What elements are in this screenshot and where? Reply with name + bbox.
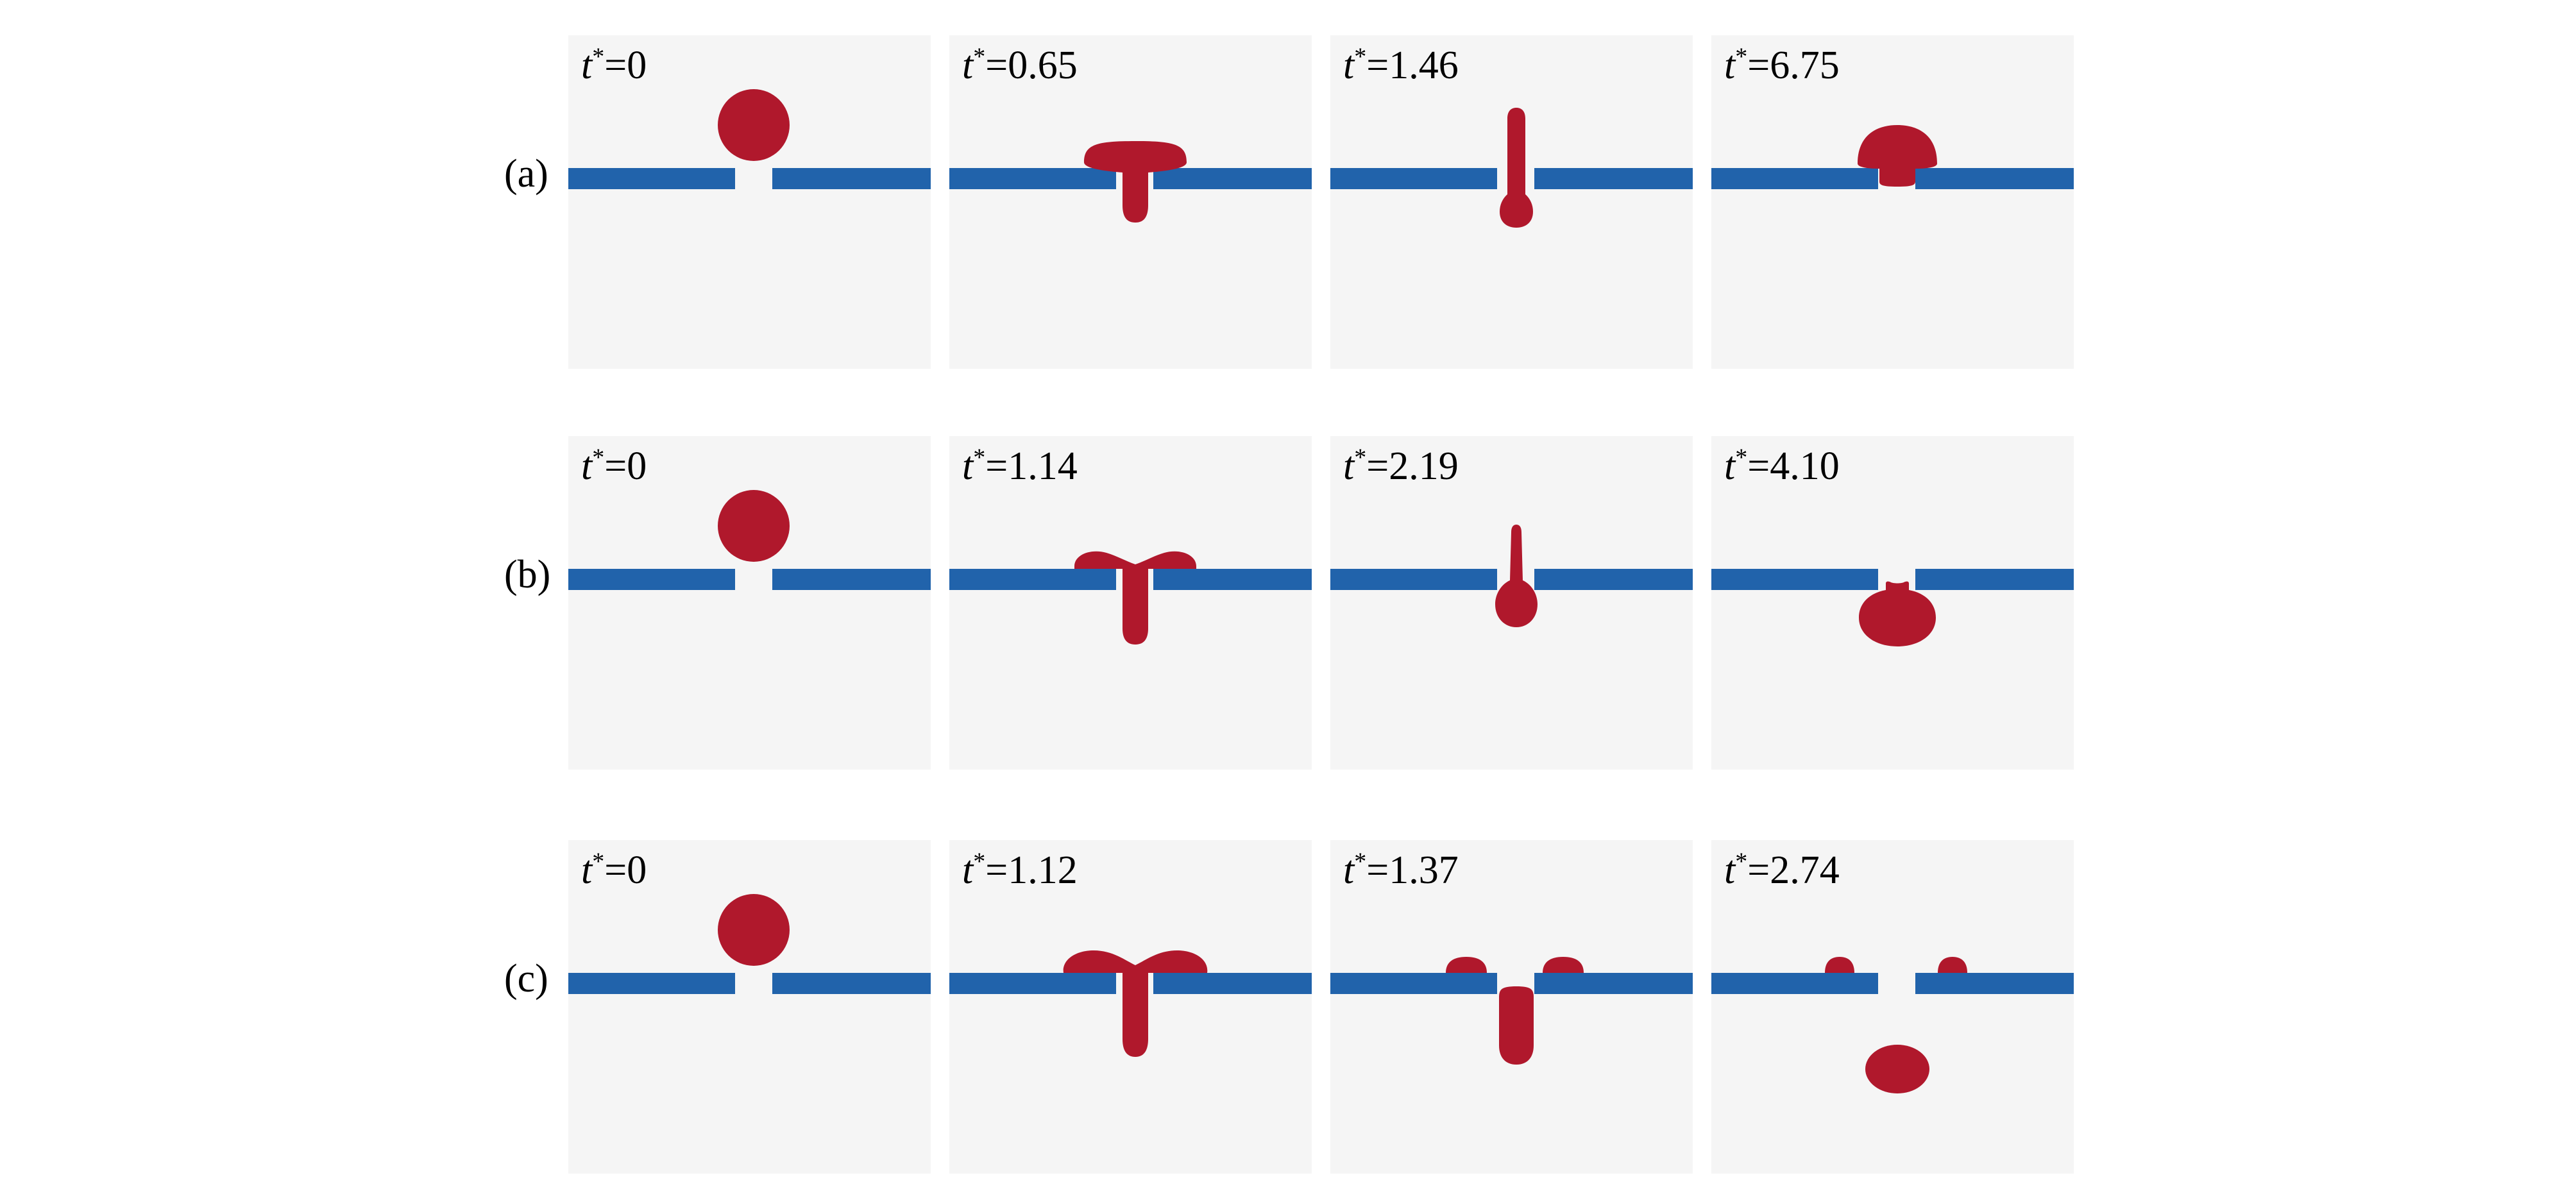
droplet	[1500, 108, 1533, 228]
row-label: (a)	[504, 152, 548, 196]
wall-right	[772, 569, 931, 590]
wall-left	[1711, 168, 1878, 189]
wall-left	[949, 168, 1116, 189]
droplet	[718, 490, 790, 562]
simulation-frame	[949, 950, 1312, 1057]
time-label: t*=1.14	[962, 444, 1078, 488]
time-label: t*=0	[581, 848, 647, 892]
wall-right	[772, 168, 931, 189]
wall-left	[568, 168, 735, 189]
droplet-right	[1543, 957, 1584, 973]
simulation-frame	[1330, 108, 1693, 228]
row-b: (b) t*=0 t*=1.14 t*=2.19 t*=4.10	[0, 436, 2576, 770]
panel-c2: t*=1.12	[949, 840, 1312, 1174]
wall-right	[1534, 569, 1693, 590]
panel-c1: t*=0	[568, 840, 931, 1174]
droplet-detached	[1865, 1045, 1929, 1093]
time-label: t*=0.65	[962, 43, 1078, 87]
droplet-left	[1825, 957, 1854, 973]
droplet-column	[1499, 986, 1534, 1065]
simulation-frame	[1330, 525, 1693, 627]
droplet-right	[1938, 957, 1967, 973]
wall-right	[1153, 569, 1312, 590]
droplet	[1063, 950, 1208, 1057]
time-label: t*=1.37	[1343, 848, 1459, 892]
simulation-frame	[1711, 125, 2074, 189]
time-label: t*=2.19	[1343, 444, 1459, 488]
panel-a3: t*=1.46	[1330, 35, 1693, 369]
time-label: t*=4.10	[1724, 444, 1840, 488]
panel-b1: t*=0	[568, 436, 931, 770]
droplet	[718, 894, 790, 966]
row-label: (c)	[504, 957, 548, 1000]
panel-a2: t*=0.65	[949, 35, 1312, 369]
droplet	[1074, 551, 1196, 645]
wall-left	[1330, 168, 1497, 189]
panel-c3: t*=1.37	[1330, 840, 1693, 1174]
wall-left	[949, 569, 1116, 590]
panel-a4: t*=6.75	[1711, 35, 2074, 369]
simulation-frame	[1330, 957, 1693, 1065]
simulation-frame	[949, 551, 1312, 645]
panel-c4: t*=2.74	[1711, 840, 2074, 1174]
simulation-frame	[568, 490, 931, 590]
wall-right	[1915, 569, 2074, 590]
simulation-frame	[1711, 569, 2074, 646]
wall-right	[1153, 168, 1312, 189]
wall-left	[1330, 973, 1497, 994]
row-c: (c) t*=0 t*=1.12 t*=1.37	[0, 840, 2576, 1174]
wall-right	[1153, 973, 1312, 994]
wall-left	[568, 569, 735, 590]
time-label: t*=2.74	[1724, 848, 1840, 892]
simulation-frame	[568, 89, 931, 189]
panel-b2: t*=1.14	[949, 436, 1312, 770]
wall-right	[772, 973, 931, 994]
row-label: (b)	[504, 553, 551, 596]
time-label: t*=0	[581, 444, 647, 488]
wall-left	[568, 973, 735, 994]
row-a: (a) t*=0 t*=0.65 t*=1.46 t*=6.75	[0, 35, 2576, 369]
droplet	[1084, 141, 1187, 223]
wall-right	[1534, 973, 1693, 994]
wall-left	[1330, 569, 1497, 590]
wall-right	[1534, 168, 1693, 189]
time-label: t*=1.12	[962, 848, 1078, 892]
droplet	[1858, 125, 1937, 187]
wall-right	[1915, 168, 2074, 189]
panel-b4: t*=4.10	[1711, 436, 2074, 770]
simulation-frame	[568, 894, 931, 994]
droplet	[1859, 581, 1936, 646]
wall-right	[1915, 973, 2074, 994]
simulation-frame	[1711, 957, 2074, 1093]
panel-a1: t*=0	[568, 35, 931, 369]
simulation-frame	[949, 141, 1312, 223]
wall-left	[1711, 973, 1878, 994]
time-label: t*=1.46	[1343, 43, 1459, 87]
droplet-left	[1446, 957, 1487, 973]
time-label: t*=0	[581, 43, 647, 87]
droplet	[718, 89, 790, 161]
wall-left	[1711, 569, 1878, 590]
droplet	[1495, 525, 1538, 627]
time-label: t*=6.75	[1724, 43, 1840, 87]
panel-b3: t*=2.19	[1330, 436, 1693, 770]
wall-left	[949, 973, 1116, 994]
